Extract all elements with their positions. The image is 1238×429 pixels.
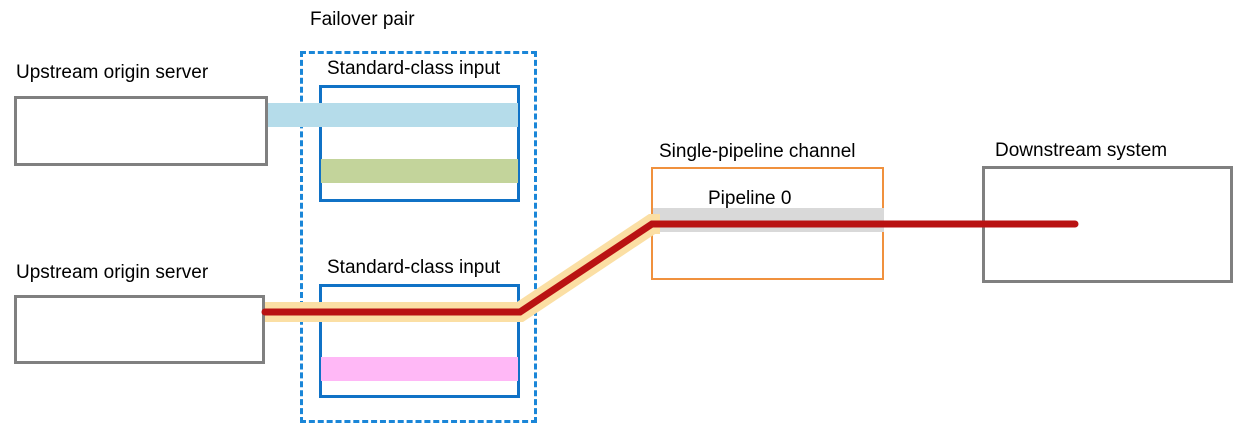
pink-capacity-band xyxy=(321,357,518,381)
blue-capacity-band xyxy=(268,103,518,127)
upstream-origin-server-top-box[interactable] xyxy=(14,96,268,166)
standard-class-input-top-box[interactable] xyxy=(319,85,520,202)
standard-class-input-bottom-label: Standard-class input xyxy=(327,257,501,278)
upstream-origin-server-bottom-box[interactable] xyxy=(14,295,265,364)
upstream-origin-server-bottom-label: Upstream origin server xyxy=(16,262,209,283)
upstream-origin-server-top-label: Upstream origin server xyxy=(16,62,209,83)
failover-pair-group-label: Failover pair xyxy=(310,9,415,30)
green-capacity-band xyxy=(321,159,518,183)
pipeline-0-band xyxy=(653,208,884,232)
standard-class-input-top-label: Standard-class input xyxy=(327,58,501,79)
downstream-system-box[interactable] xyxy=(982,166,1233,283)
single-pipeline-channel-label: Single-pipeline channel xyxy=(659,141,856,162)
pipeline-0-label: Pipeline 0 xyxy=(708,188,792,209)
downstream-system-label: Downstream system xyxy=(995,140,1168,161)
